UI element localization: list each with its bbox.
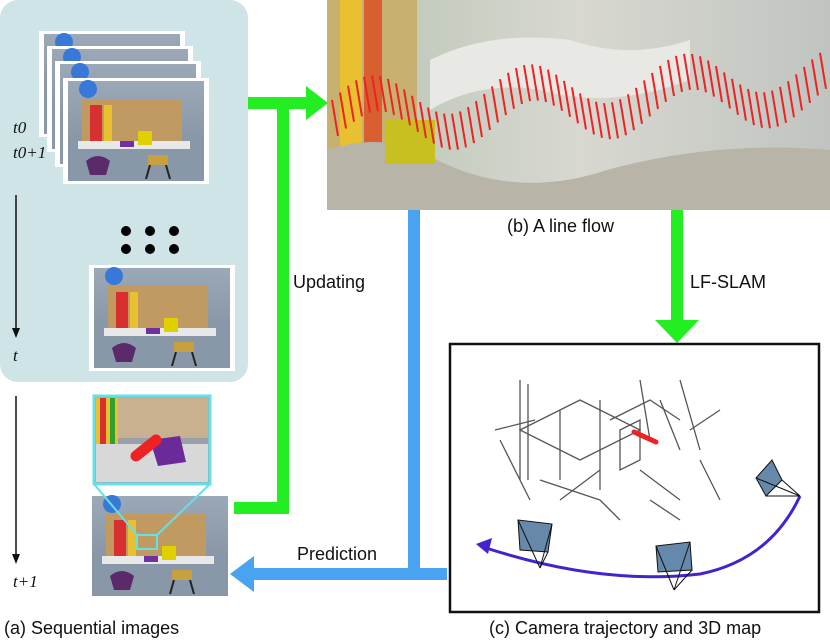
line-flow-mark xyxy=(435,111,443,148)
line-flow-mark xyxy=(675,55,683,93)
line-flow-mark xyxy=(651,72,659,110)
line-flow-mark xyxy=(571,87,579,124)
line-flow-mark xyxy=(699,56,707,93)
lf-slam-label: LF-SLAM xyxy=(690,272,767,292)
line-flow-mark xyxy=(547,69,555,106)
line-flow-mark xyxy=(595,101,603,138)
line-flow-mark xyxy=(643,80,651,117)
line-flow-mark xyxy=(715,65,723,103)
line-flow-mark xyxy=(427,107,435,144)
line-flow-mark xyxy=(371,75,379,112)
line-flow-mark xyxy=(795,74,803,111)
ellipsis-dots xyxy=(121,226,179,254)
camera-frustum-1 xyxy=(517,519,553,569)
line-flow-mark xyxy=(419,101,427,139)
line-flow-mark xyxy=(731,78,739,115)
line-flow-caption: (b) A line flow xyxy=(507,216,615,236)
label-t0-plus-1: t0+1 xyxy=(13,143,47,162)
line-flow-mark xyxy=(531,64,539,101)
updating-label: Updating xyxy=(293,272,366,292)
line-flow-mark xyxy=(347,85,355,122)
line-flow-mark xyxy=(723,72,731,109)
zoomed-crop xyxy=(92,394,212,486)
line-flow-marks xyxy=(331,52,827,150)
line-flow-mark xyxy=(395,83,403,120)
line-flow-image xyxy=(327,0,830,210)
line-flow-mark xyxy=(491,86,499,123)
label-t0: t0 xyxy=(13,118,27,137)
sequential-images-caption: (a) Sequential images xyxy=(4,618,180,638)
line-flow-mark xyxy=(747,88,755,126)
line-flow-mark xyxy=(763,92,771,129)
line-flow-mark xyxy=(755,91,763,128)
label-t: t xyxy=(13,346,18,365)
line-flow-mark xyxy=(635,87,643,124)
line-flow-mark xyxy=(507,72,515,109)
frame-t xyxy=(89,265,235,371)
camera-trajectory-map xyxy=(448,342,821,614)
map-caption: (c) Camera trajectory and 3D map xyxy=(489,618,762,638)
line-flow-mark xyxy=(475,100,483,138)
line-flow-mark xyxy=(659,65,667,103)
line-flow-mark xyxy=(499,78,507,116)
line-flow-mark xyxy=(787,81,795,118)
line-flow-mark xyxy=(707,60,715,97)
line-flow-mark xyxy=(683,53,691,91)
line-flow-mark xyxy=(555,74,563,111)
line-flow-mark xyxy=(331,99,339,137)
line-flow-mark xyxy=(339,92,347,129)
line-flow-mark xyxy=(819,52,827,89)
frame-t-plus-1 xyxy=(89,483,235,597)
line-flow-mark xyxy=(587,98,595,135)
line-flow-mark xyxy=(459,111,467,148)
line-flow-mark xyxy=(667,59,675,97)
line-flow-mark xyxy=(619,99,627,136)
line-flow-mark xyxy=(483,93,491,131)
line-flow-mark xyxy=(563,80,571,118)
line-flow-mark xyxy=(803,66,811,104)
green-arrow-updating xyxy=(234,103,289,514)
line-flow-mark xyxy=(363,76,371,113)
line-flow-mark xyxy=(403,89,411,126)
line-flow-mark xyxy=(771,90,779,127)
green-arrow-lf-slam xyxy=(655,210,699,343)
prediction-label: Prediction xyxy=(297,544,378,564)
line-flow-mark xyxy=(443,113,451,150)
line-flow-mark xyxy=(539,65,547,103)
line-flow-mark xyxy=(355,80,363,117)
line-flow-mark xyxy=(515,67,523,105)
line-flow-mark xyxy=(523,64,531,102)
camera-frustum-2 xyxy=(655,541,693,591)
line-flow-mark xyxy=(451,113,459,150)
blue-arrow-prediction xyxy=(230,210,447,592)
map-3d-lines xyxy=(494,379,721,521)
line-flow-mark xyxy=(739,84,747,121)
line-flow-mark xyxy=(387,78,395,116)
line-flow-mark xyxy=(579,93,587,130)
frame-stack xyxy=(39,31,209,184)
line-flow-mark xyxy=(379,75,387,113)
label-t-plus-1: t+1 xyxy=(13,572,38,591)
line-flow-mark xyxy=(467,106,475,144)
line-flow-mark xyxy=(411,95,419,132)
line-flow-mark xyxy=(811,59,819,96)
time-arrow-upper xyxy=(12,195,20,338)
line-flow-mark xyxy=(603,102,611,140)
line-flow-mark xyxy=(779,86,787,123)
camera-frustum-3 xyxy=(755,459,801,497)
time-arrow-lower xyxy=(12,396,20,564)
line-flow-mark xyxy=(627,94,635,131)
line-flow-mark xyxy=(611,102,619,139)
line-flow-mark xyxy=(691,53,699,91)
